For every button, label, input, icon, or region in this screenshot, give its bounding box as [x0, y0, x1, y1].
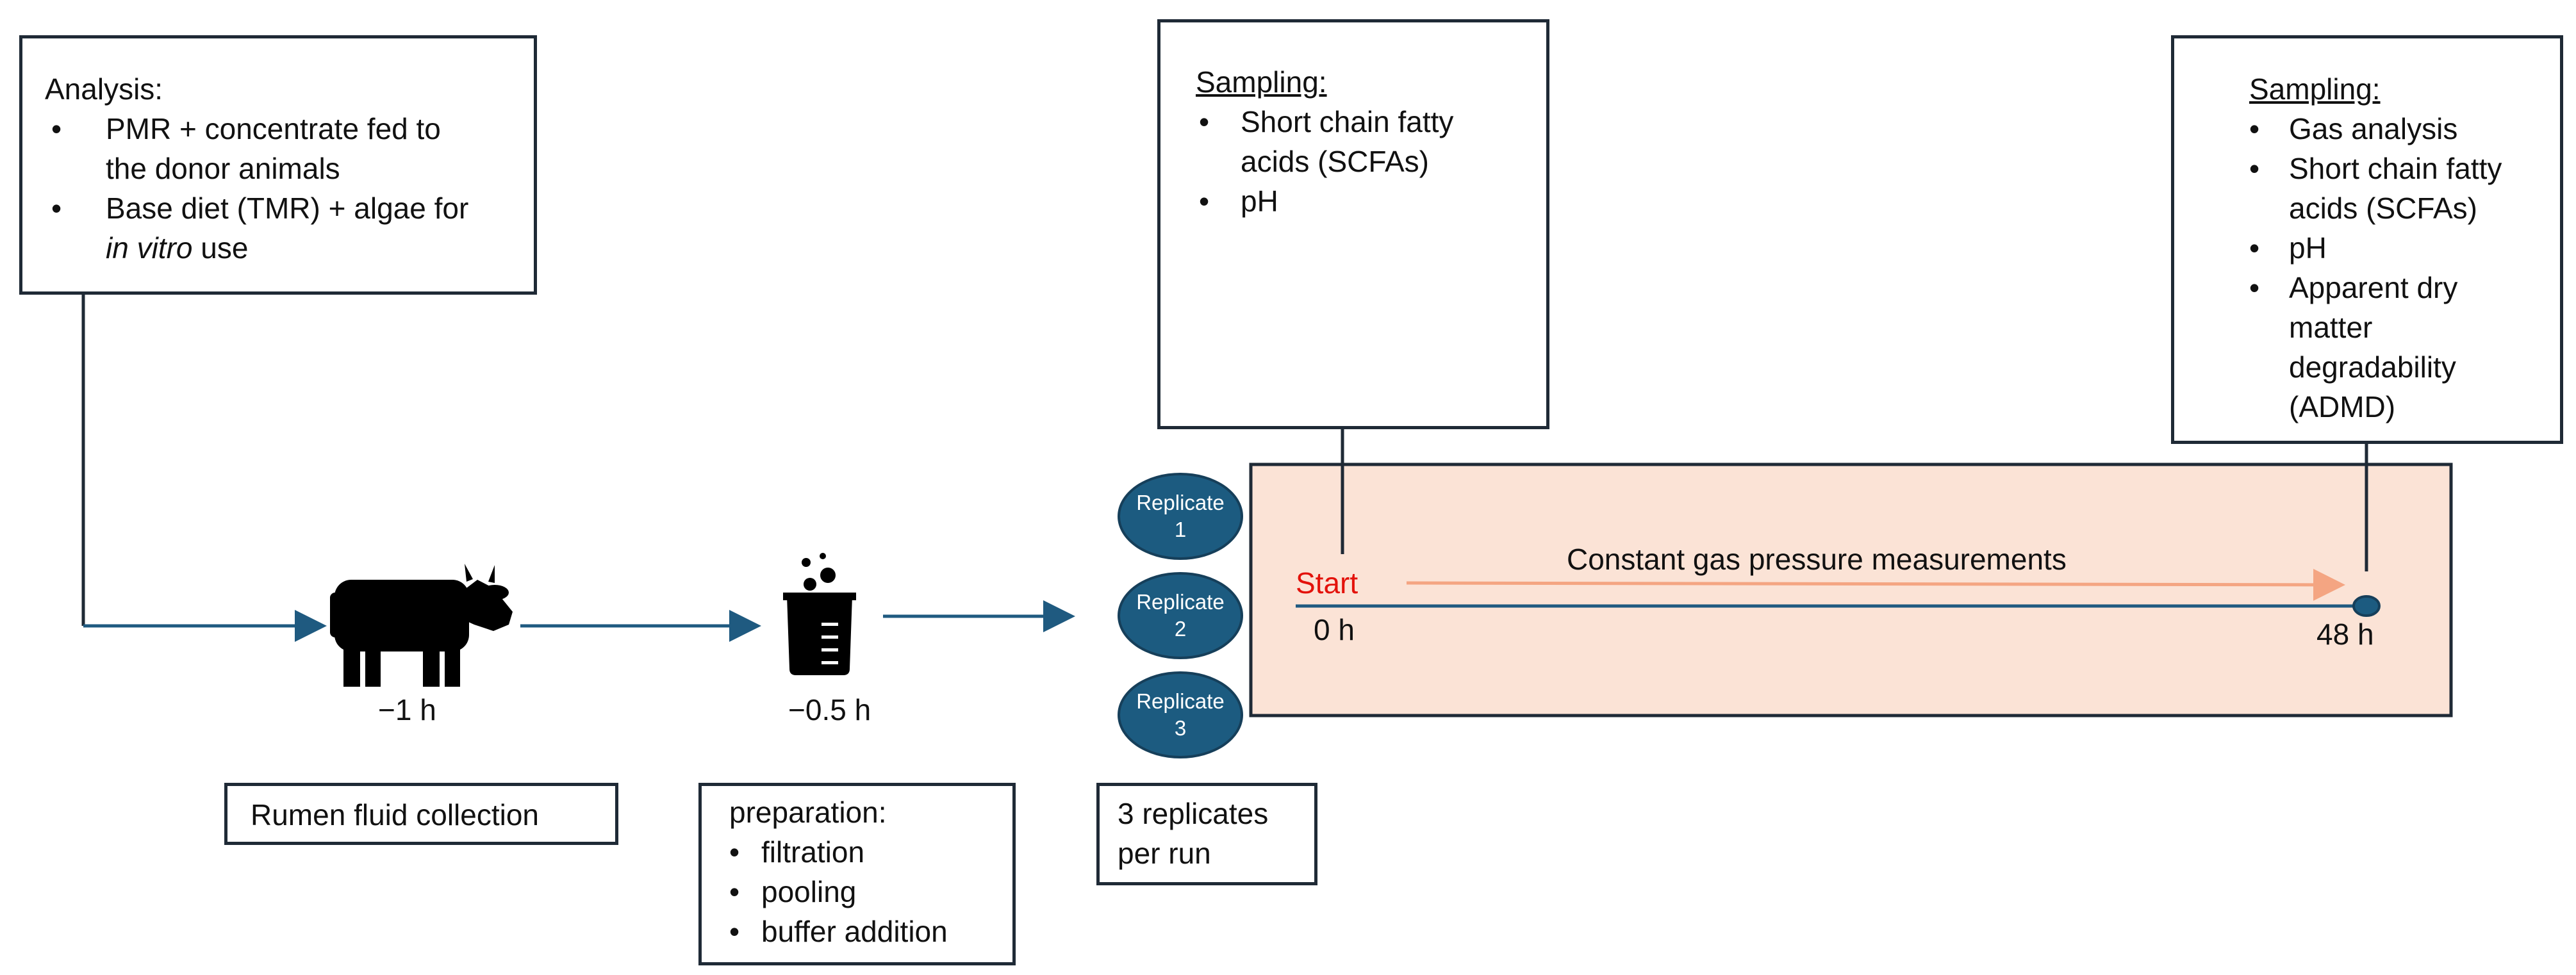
sampling-start-box: Sampling: • Short chain fatty acids (SCF…	[1157, 19, 1549, 429]
preparation-item-1: • filtration	[729, 835, 865, 869]
constant-measurements-arrow	[1406, 568, 2345, 601]
start-label: Start	[1296, 566, 1358, 600]
incubation-region	[1249, 463, 2453, 717]
time-label-end: 48 h	[2316, 618, 2374, 651]
analysis-title: Analysis:	[45, 72, 163, 106]
analysis-box: Analysis: • PMR + concentrate fed to the…	[19, 35, 537, 295]
cow-icon	[330, 564, 513, 687]
constant-measurements-label: Constant gas pressure measurements	[1567, 543, 2067, 576]
replicate-1: Replicate 1	[1118, 473, 1243, 560]
replicate-3: Replicate 3	[1118, 671, 1243, 758]
bullet-icon: •	[51, 112, 62, 145]
rumen-fluid-box: Rumen fluid collection	[224, 783, 618, 845]
sampling-end-item-2: • Short chain fatty acids (SCFAs)	[2249, 152, 2502, 225]
timeline-end-node	[2352, 595, 2381, 617]
sampling-end-item-4: • Apparent dry matter degradability (ADM…	[2249, 271, 2458, 423]
beaker-icon	[783, 553, 856, 675]
sampling-end-item-1: • Gas analysis	[2249, 112, 2458, 145]
analysis-item-2: • Base diet (TMR) + algae for in vitro u…	[45, 188, 534, 268]
time-label-beaker: −0.5 h	[788, 693, 871, 726]
preparation-box: preparation: • filtration • pooling • bu…	[698, 783, 1016, 965]
analysis-item-1: • PMR + concentrate fed to the donor ani…	[45, 109, 534, 188]
sampling-start-item-2: • pH	[1199, 184, 1278, 218]
sampling-end-item-3: • pH	[2249, 231, 2327, 265]
sampling-end-box: Sampling: • Gas analysis • Short chain f…	[2171, 35, 2563, 444]
preparation-item-3: • buffer addition	[729, 915, 948, 948]
time-label-start: 0 h	[1314, 613, 1355, 646]
replicates-box: 3 replicates per run	[1096, 783, 1317, 885]
sampling-end-title: Sampling:	[2249, 72, 2381, 106]
preparation-item-2: • pooling	[729, 875, 857, 908]
time-label-cow: −1 h	[378, 693, 436, 726]
replicate-2: Replicate 2	[1118, 572, 1243, 659]
preparation-title: preparation:	[729, 796, 887, 829]
bullet-icon: •	[51, 192, 62, 225]
sampling-start-title: Sampling:	[1196, 65, 1327, 99]
sampling-start-item-1: • Short chain fatty acids (SCFAs)	[1199, 105, 1454, 178]
